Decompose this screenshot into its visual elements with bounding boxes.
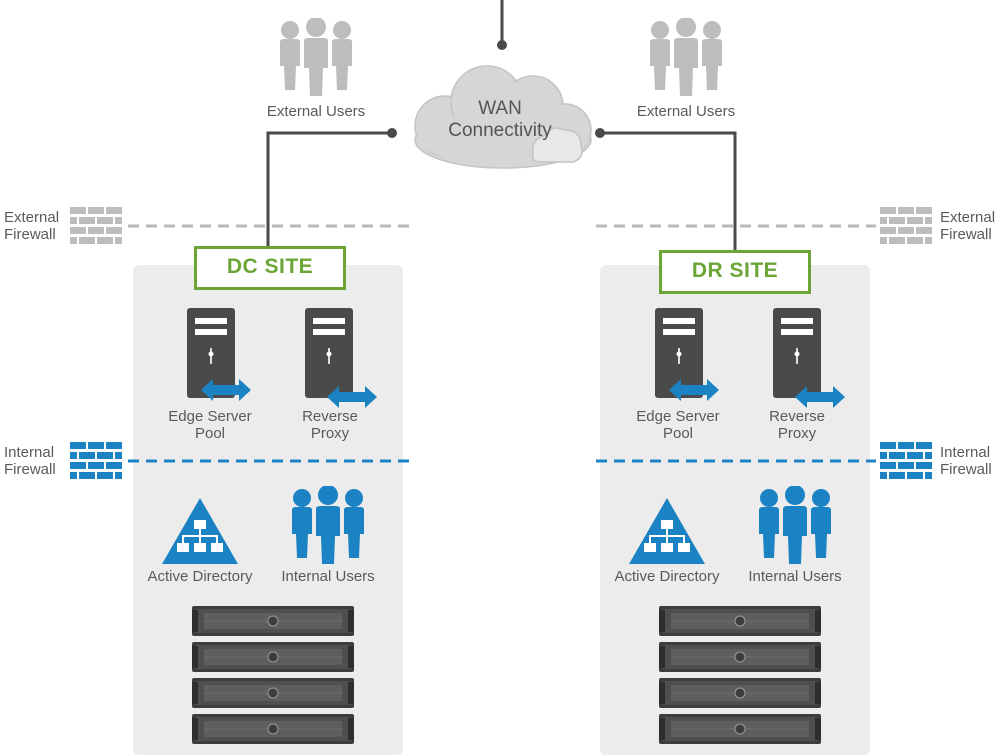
storage-rack-unit (659, 714, 821, 744)
internal-users-icon (755, 486, 835, 566)
wan-title: WAN Connectivity (430, 98, 570, 142)
storage-rack-unit (192, 714, 354, 744)
dc-site-title: DC SITE (194, 246, 346, 290)
bidirectional-arrow-icon (669, 379, 719, 401)
edge-server-pool-label: Edge Server Pool (636, 408, 720, 442)
external-firewall-label-right: External Firewall (940, 209, 996, 243)
storage-rack-unit (192, 642, 354, 672)
storage-rack-unit (659, 606, 821, 636)
reverse-proxy-label: Reverse Proxy (769, 408, 825, 442)
storage-rack-unit (192, 678, 354, 708)
wan-line1: WAN (478, 98, 522, 119)
active-directory-icon (627, 496, 707, 566)
external-firewall-icon (70, 207, 122, 245)
bidirectional-arrow-icon (327, 386, 377, 408)
internal-firewall-label-right: Internal Firewall (940, 444, 992, 478)
internal-firewall-icon (880, 442, 932, 480)
internal-users-icon (288, 486, 368, 566)
wan-line2: Connectivity (448, 120, 552, 141)
active-directory-label: Active Directory (614, 568, 720, 585)
external-firewall-label-left: External Firewall (4, 209, 60, 243)
internal-firewall-icon (70, 442, 122, 480)
internal-firewall-label-left: Internal Firewall (4, 444, 56, 478)
wan-cloud-icon (414, 65, 592, 169)
external-firewall-icon (880, 207, 932, 245)
bidirectional-arrow-icon (201, 379, 251, 401)
external-users-label-dc: External Users (266, 103, 366, 120)
storage-rack-unit (659, 642, 821, 672)
edge-server-pool-label: Edge Server Pool (168, 408, 252, 442)
internal-users-label: Internal Users (748, 568, 842, 585)
external-users-icon (646, 18, 726, 98)
internal-users-label: Internal Users (281, 568, 375, 585)
storage-rack-unit (192, 606, 354, 636)
active-directory-label: Active Directory (147, 568, 253, 585)
dr-site-title: DR SITE (659, 250, 811, 294)
external-users-icon (276, 18, 356, 98)
storage-rack-unit (659, 678, 821, 708)
reverse-proxy-server-icon (773, 308, 821, 398)
external-users-label-dr: External Users (636, 103, 736, 120)
reverse-proxy-server-icon (305, 308, 353, 398)
reverse-proxy-label: Reverse Proxy (302, 408, 358, 442)
bidirectional-arrow-icon (795, 386, 845, 408)
active-directory-icon (160, 496, 240, 566)
